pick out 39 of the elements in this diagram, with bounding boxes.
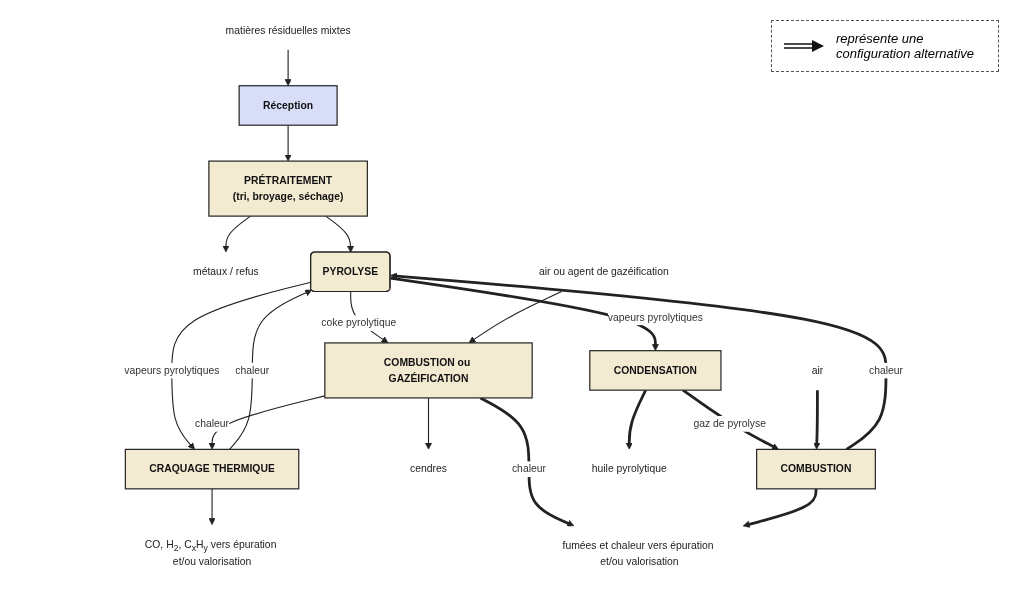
node-text: CO, H$_{2}$, C$_{x}$H$_{y}$ vers épuration et/ou valorisation	[144, 538, 277, 568]
edge-label: chaleur	[511, 462, 546, 475]
arrow	[284, 49, 292, 87]
node-box: PRÉTRAITEMENT (tri, broyage, séchage)	[208, 160, 368, 217]
arrow	[171, 281, 312, 450]
arrow	[468, 290, 562, 344]
edge-label: vapeurs pyrolytiques	[124, 364, 220, 377]
node-text: air	[811, 364, 823, 377]
node-text: air ou agent de gazéification	[538, 265, 669, 278]
node-text: métaux / refus	[192, 265, 259, 278]
arrow	[390, 276, 659, 351]
arrow	[389, 272, 888, 451]
node-box: CONDENSATION	[588, 350, 722, 391]
node-box: CRAQUAGE THERMIQUE	[124, 448, 300, 490]
arrow	[222, 215, 251, 253]
node-text: matières résiduelles mixtes	[225, 23, 351, 36]
arrow	[424, 397, 432, 450]
edge-label: coke pyrolytique	[321, 316, 396, 329]
edge-label: gaz de pyrolyse	[693, 417, 766, 430]
arrow	[813, 390, 821, 450]
edge-label: chaleur	[868, 364, 903, 377]
arrow	[479, 396, 574, 527]
node-box: Réception	[238, 85, 338, 126]
node-box: COMBUSTION	[755, 448, 876, 490]
edge-label: vapeurs pyrolytiques	[607, 311, 703, 323]
arrow	[208, 488, 216, 526]
node-text: fumées et chaleur vers épuration et/ou valorisation	[562, 539, 714, 567]
node-text: cendres	[409, 462, 447, 475]
node-text: huile pyrolytique	[591, 462, 667, 475]
edge-label: chaleur	[194, 417, 229, 430]
node-box: COMBUSTION ou GAZÉIFICATION	[324, 342, 533, 399]
arrow	[228, 289, 312, 450]
edge-label: chaleur	[235, 364, 270, 377]
legend-text: représente une configuration alternative	[836, 31, 976, 61]
arrow	[742, 488, 818, 528]
arrow	[325, 215, 354, 253]
arrow	[284, 124, 292, 162]
arrow	[625, 389, 647, 450]
arrow	[681, 389, 779, 450]
